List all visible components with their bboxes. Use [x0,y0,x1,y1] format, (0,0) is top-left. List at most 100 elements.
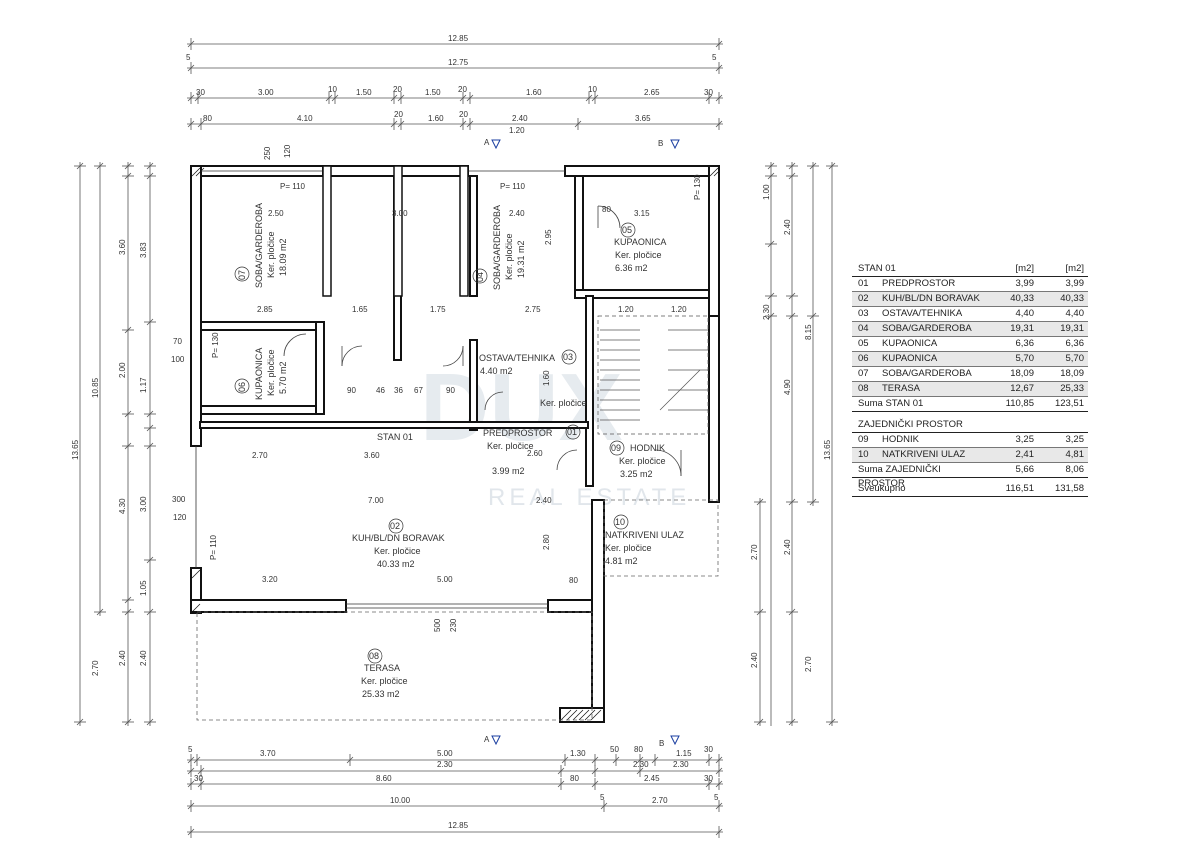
dim-text: 1.75 [430,305,446,314]
total-value: 116,51 [1005,483,1034,494]
dim-text: P= 130 [211,332,220,358]
sum-label: Suma STAN 01 [858,398,924,409]
dim-text: 1.50 [425,88,441,97]
dim-text: 5 [600,793,605,802]
sum-value: 110,85 [1005,398,1034,409]
room-number: 01 [567,427,577,437]
row-value: 6,36 [1015,338,1035,349]
row-number: 01 [858,278,869,289]
dim-text: 46 [376,386,385,395]
room-name: KUPAONICA [614,237,666,247]
dim-text: 30 [704,774,713,783]
dim-text: 4.90 [783,379,792,395]
room-area: 5.70 m2 [278,361,288,394]
room-area: 19.31 m2 [516,240,526,278]
section-marker-a-top: A [484,138,490,147]
terrace-outline [196,611,593,721]
row-value: 2,41 [1015,449,1035,460]
room-number: 03 [563,352,573,362]
room-name: KUH/BL/DN BORAVAK [352,533,445,543]
dim-text: 2.00 [118,362,127,378]
dim-text: 20 [459,110,468,119]
dim-text: 1.60 [542,370,551,386]
room-floor: Ker. pločice [615,250,662,260]
room-name: OSTAVA/TEHNIKA [479,353,555,363]
dim-text: 3.00 [258,88,274,97]
dim-text: 12.75 [448,58,469,67]
dim-text: 230 [449,618,458,632]
dim-text: 90 [446,386,455,395]
row-number: 06 [858,353,869,364]
dim-text: 1.00 [762,184,771,200]
row-value: 25,33 [1060,383,1084,394]
table-header: STAN 01 [m2] [m2] [852,262,1088,277]
room-floor: Ker. pločice [361,676,408,686]
row-value: 5,70 [1015,353,1035,364]
dim-text: 12.85 [448,821,469,830]
dim-text: 5.00 [437,575,453,584]
section-title: ZAJEDNIČKI PROSTOR [858,419,963,430]
row-value: 40,33 [1010,293,1034,304]
dim-text: 30 [196,88,205,97]
dim-text: 3.00 [139,496,148,512]
dim-text: 1.17 [139,377,148,393]
dim-text: 5 [186,53,191,62]
dim-text: 1.20 [671,305,687,314]
sum-label: Suma ZAJEDNIČKI PROSTOR [858,464,941,489]
dim-text: 2.70 [652,796,668,805]
room-floor: Ker. pločice [619,456,666,466]
dim-text: 20 [458,85,467,94]
row-number: 04 [858,323,869,334]
dim-text: 13.65 [71,439,80,460]
dim-text: 2.60 [527,449,543,458]
dim-text: 2.30 [673,760,689,769]
dim-text: 67 [414,386,423,395]
room-name: NATKRIVENI ULAZ [605,530,684,540]
room-name: KUPAONICA [254,348,264,400]
dim-text: 2.30 [633,760,649,769]
room-name: HODNIK [630,443,665,453]
row-name: KUPAONICA [882,353,938,364]
room-number: 05 [622,225,632,235]
room-floor: Ker. pločice [540,398,587,408]
staircase [597,315,709,435]
top-dimensions: 12.85 12.75 3.00 1.50 1.50 1.60 2.65 4.1… [186,34,717,135]
room-area: 6.36 m2 [615,263,648,273]
row-value: 19,31 [1060,323,1084,334]
row-number: 08 [858,383,869,394]
section-marker-b-bottom: B [659,739,664,748]
row-value: 4,40 [1015,308,1035,319]
dim-text: 250 [263,146,272,160]
dim-text: 2.95 [544,229,553,245]
room-name: SOBA/GARDEROBA [254,203,264,288]
dim-text: 2.40 [750,652,759,668]
row-value: 4,81 [1065,449,1085,460]
dim-text: 1.60 [428,114,444,123]
dim-text: 7.00 [368,496,384,505]
room-area: 18.09 m2 [278,238,288,276]
dim-text: 2.40 [118,650,127,666]
column-header: [m2] [1015,263,1034,274]
dim-text: 30 [194,774,203,783]
row-number: 10 [858,449,869,460]
dim-text: 1.20 [509,126,525,135]
dim-text: 500 [433,618,442,632]
dim-text: 3.83 [139,242,148,258]
dim-text: 2.45 [644,774,660,783]
sum-value: 8,06 [1065,464,1085,475]
right-dimensions: 13.65 8.15 2.40 4.90 2.70 2.40 2.40 2.70… [750,184,832,672]
row-number: 07 [858,368,869,379]
sum-value: 5,66 [1015,464,1035,475]
row-number: 05 [858,338,869,349]
room-area: 4.81 m2 [605,556,638,566]
unit-label: STAN 01 [377,432,413,442]
dim-text: P= 110 [209,534,218,560]
room-area: 3.25 m2 [620,469,653,479]
room-area: 40.33 m2 [377,559,415,569]
dim-text: 50 [610,745,619,754]
